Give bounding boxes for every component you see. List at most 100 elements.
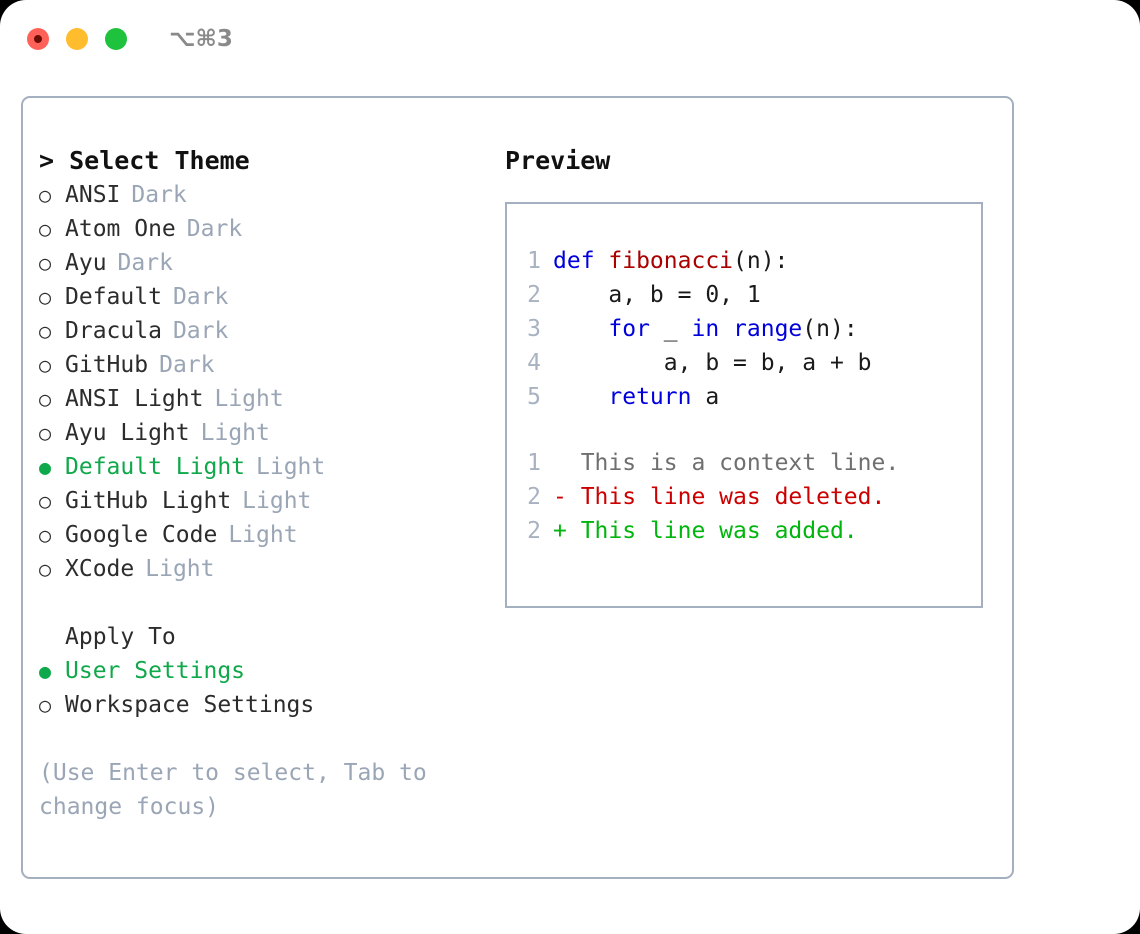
radio-unselected-icon: ○ <box>39 421 52 445</box>
code-line-text: def fibonacci(n): <box>553 244 788 278</box>
theme-option-label: GitHub Light <box>65 488 232 514</box>
line-number: 5 <box>527 384 541 410</box>
code-line: 2 a, b = 0, 1 <box>507 278 981 312</box>
line-number: 4 <box>527 350 541 376</box>
theme-variant-badge: Dark <box>186 216 243 242</box>
line-number: 3 <box>527 316 541 342</box>
line-number: 2 <box>527 484 541 510</box>
theme-variant-badge: Light <box>200 420 270 446</box>
theme-option-label: ANSI <box>65 182 121 208</box>
theme-option-google-code[interactable]: ○ Google Code Light <box>39 518 493 552</box>
code-token-plain <box>553 316 608 342</box>
code-token-kw: for <box>608 316 650 342</box>
apply-to-option-workspace-settings[interactable]: ○ Workspace Settings <box>39 688 493 722</box>
radio-unselected-icon: ○ <box>39 319 52 343</box>
code-line: 5 return a <box>507 380 981 414</box>
theme-variant-badge: Dark <box>117 250 173 276</box>
titlebar: ⌥⌘3 <box>0 0 1140 78</box>
theme-option-label: Dracula <box>65 318 162 344</box>
preview-title: Preview <box>505 146 611 175</box>
code-token-plain: (n): <box>733 248 789 274</box>
theme-option-label: Ayu Light <box>65 420 190 446</box>
code-token-plain: (n): <box>802 316 858 342</box>
code-token-kw: def <box>553 248 609 274</box>
code-line-text: a, b = b, a + b <box>553 346 872 380</box>
apply-to-option-label: Workspace Settings <box>65 692 315 718</box>
code-token-plain: _ <box>649 316 692 342</box>
code-line: 4 a, b = b, a + b <box>507 346 981 380</box>
diff-line-text: This line was deleted. <box>580 484 886 510</box>
apply-to-option-user-settings[interactable]: ●User Settings <box>39 654 493 688</box>
diff-sign: + <box>553 518 581 544</box>
radio-unselected-icon: ○ <box>39 183 52 207</box>
diff-line-del: 2- This line was deleted. <box>507 480 981 514</box>
theme-option-label: Ayu <box>65 250 107 276</box>
code-line-text: for _ in range(n): <box>553 312 858 346</box>
window-controls <box>27 28 127 50</box>
code-line-text: return a <box>553 380 719 414</box>
radio-unselected-icon: ○ <box>39 251 52 275</box>
theme-option-ayu-light[interactable]: ○ Ayu Light Light <box>39 416 493 450</box>
radio-unselected-icon: ○ <box>39 353 52 377</box>
zoom-button[interactable] <box>105 28 127 50</box>
code-token-kw: in <box>691 316 734 342</box>
apply-to-header: Apply To <box>65 624 176 650</box>
keyboard-shortcut-label: ⌥⌘3 <box>169 26 233 52</box>
page-title: > Select Theme <box>39 146 250 175</box>
theme-option-label: ANSI Light <box>65 386 204 412</box>
radio-unselected-icon: ○ <box>39 693 52 717</box>
diff-line-context: 1 This is a context line. <box>507 446 981 480</box>
code-token-kw: return <box>608 384 692 410</box>
list-spacer <box>39 586 493 620</box>
diff-sample: 1 This is a context line.2- This line wa… <box>507 446 981 548</box>
theme-variant-badge: Dark <box>172 284 229 310</box>
diff-sign <box>553 446 581 480</box>
theme-option-label: Default Light <box>65 454 246 480</box>
apply-to-list[interactable]: ●User Settings ○ Workspace Settings <box>39 654 493 722</box>
diff-line-text: This line was added. <box>580 518 858 544</box>
preview-gap <box>507 414 981 446</box>
keyboard-hint: (Use Enter to select, Tab to change focu… <box>39 760 427 820</box>
line-number: 1 <box>527 248 541 274</box>
theme-option-ansi[interactable]: ○ ANSI Dark <box>39 178 493 212</box>
theme-variant-badge: Light <box>228 522 298 548</box>
theme-variant-badge: Light <box>242 488 312 514</box>
code-line: 1 def fibonacci(n): <box>507 244 981 278</box>
theme-option-label: GitHub <box>65 352 149 378</box>
radio-unselected-icon: ○ <box>39 285 52 309</box>
code-token-plain <box>553 384 608 410</box>
theme-option-ansi-light[interactable]: ○ ANSI Light Light <box>39 382 493 416</box>
theme-option-label: Atom One <box>65 216 176 242</box>
theme-option-label: Google Code <box>65 522 218 548</box>
close-button[interactable] <box>27 28 49 50</box>
radio-unselected-icon: ○ <box>39 387 52 411</box>
theme-option-label: XCode <box>65 556 135 582</box>
code-line: 3 for _ in range(n): <box>507 312 981 346</box>
radio-unselected-icon: ○ <box>39 557 52 581</box>
line-number: 2 <box>527 518 541 544</box>
theme-option-ayu[interactable]: ○ Ayu Dark <box>39 246 493 280</box>
minimize-button[interactable] <box>66 28 88 50</box>
theme-variant-badge: Dark <box>131 182 187 208</box>
code-token-plain: a, b = 0, 1 <box>553 282 761 308</box>
theme-variant-badge: Light <box>214 386 284 412</box>
code-token-plain: a, b = b, a + b <box>553 350 872 376</box>
code-token-plain: a <box>691 384 720 410</box>
diff-line-add: 2 + This line was added. <box>507 514 981 548</box>
code-token-kw: range <box>733 316 803 342</box>
line-number: 1 <box>527 450 541 476</box>
radio-unselected-icon: ○ <box>39 523 52 547</box>
